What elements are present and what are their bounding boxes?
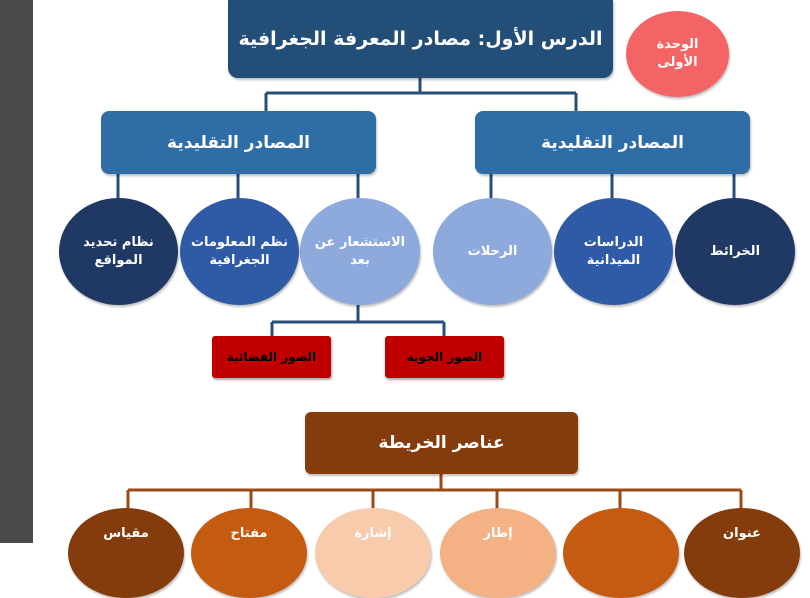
source-circle-trips: الرحلات <box>433 198 552 305</box>
map-elements-title: عناصر الخريطة <box>378 433 505 453</box>
map-elements-box: عناصر الخريطة <box>305 412 578 474</box>
source-circle-remote-sensing: الاستشعار عن بعد <box>300 198 420 305</box>
source-label: نظام تحديد المواقع <box>83 234 154 268</box>
source-label: الخرائط <box>709 243 761 259</box>
source-label: نظم المعلومات الجغرافية <box>190 234 289 268</box>
category-left-label: المصادر التقليدية <box>167 132 310 153</box>
lesson-title: الدرس الأول: مصادر المعرفة الجغرافية <box>238 28 603 50</box>
left-gray-sidebar <box>0 0 33 543</box>
source-label: الاستشعار عن بعد <box>314 234 406 268</box>
map-element-frame-ellipse: إطار <box>440 508 556 598</box>
source-circle-gps: نظام تحديد المواقع <box>59 198 178 305</box>
source-circle-gis: نظم المعلومات الجغرافية <box>180 198 299 305</box>
source-label: الدراسات الميدانية <box>583 234 644 268</box>
lesson-title-box: الدرس الأول: مصادر المعرفة الجغرافية <box>228 0 613 78</box>
unit-circle: الوحدة الأولى <box>626 11 729 97</box>
aerial-photos-box: الصور الجوية <box>385 336 504 378</box>
map-element-title-ellipse: عنوان <box>684 508 800 598</box>
source-circle-field-studies: الدراسات الميدانية <box>554 198 673 305</box>
map-element-label: إطار <box>483 525 513 541</box>
map-element-ellipse-2 <box>563 508 679 598</box>
category-box-right: المصادر التقليدية <box>475 111 750 174</box>
source-label: الرحلات <box>467 243 518 259</box>
source-circle-maps: الخرائط <box>675 198 795 305</box>
category-box-left: المصادر التقليدية <box>101 111 376 174</box>
satellite-photos-box: الصور الفضائية <box>212 336 331 378</box>
map-element-scale-ellipse: مقياس <box>68 508 184 598</box>
map-element-label: إشارة <box>354 525 392 541</box>
category-right-label: المصادر التقليدية <box>541 132 684 153</box>
satellite-photos-label: الصور الفضائية <box>226 350 317 364</box>
map-element-key-ellipse: مفتاح <box>191 508 307 598</box>
unit-label: الوحدة الأولى <box>656 37 699 70</box>
map-element-label: مقياس <box>103 525 149 541</box>
aerial-photos-label: الصور الجوية <box>406 350 483 364</box>
map-element-sign-ellipse: إشارة <box>315 508 431 598</box>
map-element-label: مفتاح <box>230 525 268 541</box>
map-element-label: عنوان <box>723 525 761 541</box>
